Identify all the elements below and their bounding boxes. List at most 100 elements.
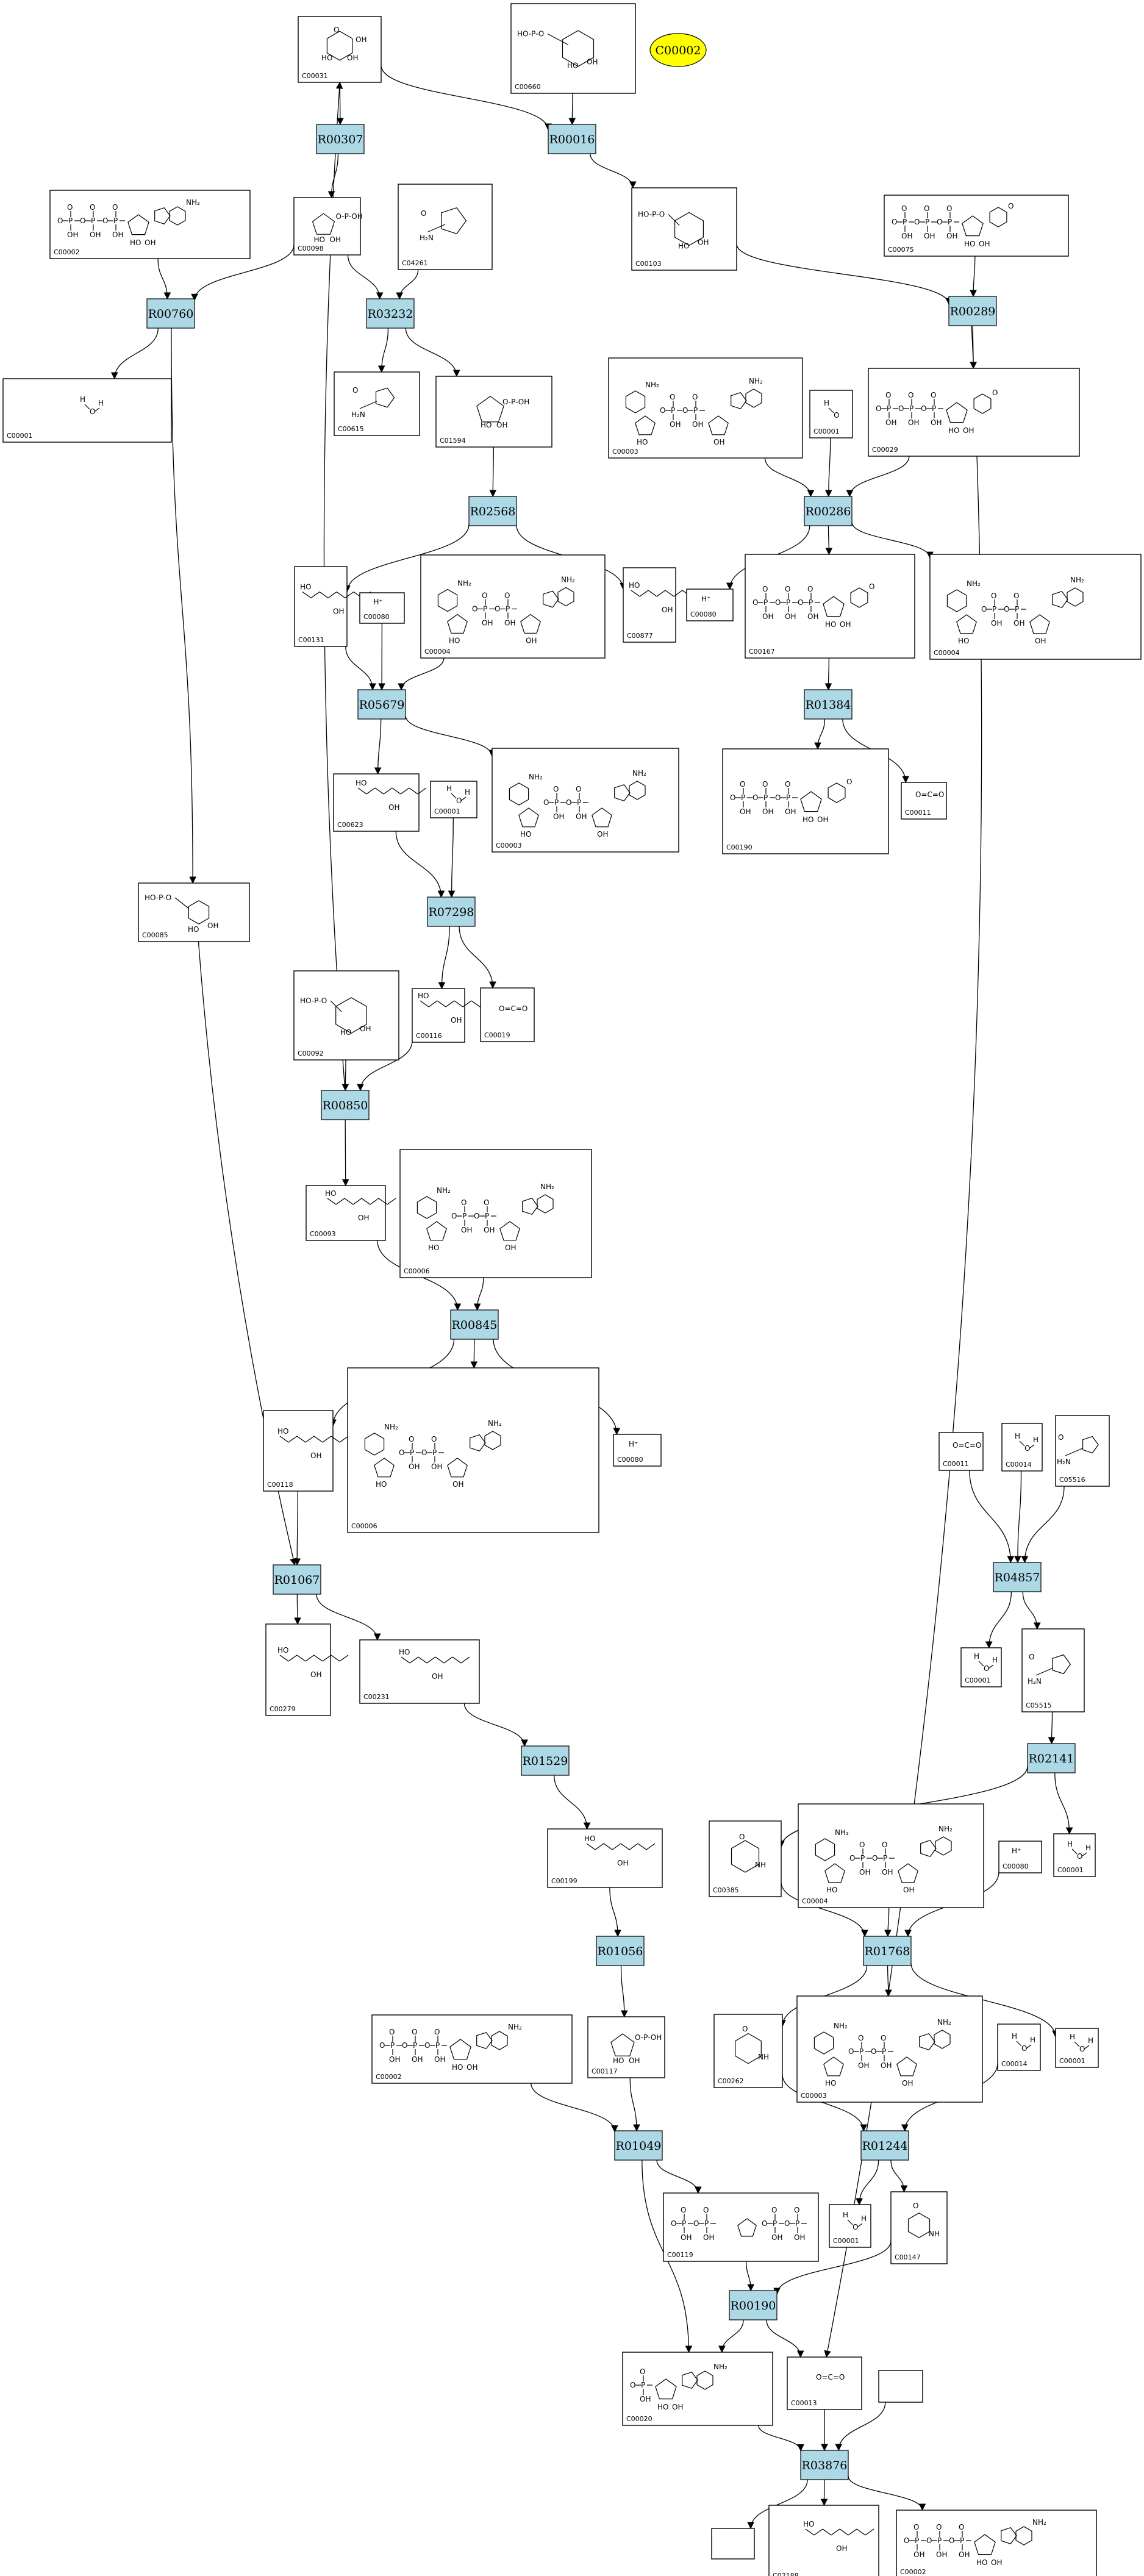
reaction-node[interactable]: R05679 — [357, 689, 406, 720]
compound-box[interactable] — [294, 566, 348, 647]
compound-box[interactable] — [745, 554, 915, 659]
compound-box[interactable] — [631, 187, 737, 271]
reaction-box[interactable] — [316, 124, 365, 154]
reaction-box[interactable] — [468, 496, 517, 526]
compound-box[interactable] — [998, 1841, 1042, 1873]
reaction-box[interactable] — [800, 2450, 849, 2480]
reaction-box[interactable] — [146, 298, 195, 329]
compound-box[interactable] — [829, 2204, 871, 2248]
compound-node[interactable]: H⁺C00080 — [686, 589, 734, 621]
compound-box[interactable] — [510, 3, 636, 94]
compound-box[interactable] — [608, 357, 803, 459]
compound-box[interactable] — [663, 2192, 819, 2262]
compound-box[interactable] — [868, 368, 1080, 457]
reaction-box[interactable] — [948, 296, 997, 326]
compound-box[interactable] — [997, 2023, 1041, 2071]
reaction-node[interactable]: R00016 — [548, 124, 596, 154]
reaction-node[interactable]: R01768 — [863, 1936, 912, 1966]
compound-box[interactable] — [713, 2014, 783, 2088]
compound-box[interactable] — [399, 1149, 592, 1278]
reaction-box[interactable] — [863, 1936, 912, 1966]
compound-box[interactable] — [1055, 2028, 1099, 2068]
compound-box[interactable] — [371, 2014, 573, 2084]
compound-box[interactable] — [293, 970, 399, 1061]
reaction-box[interactable] — [450, 1309, 499, 1340]
compound-box[interactable] — [293, 197, 361, 256]
compound-box[interactable] — [49, 190, 251, 259]
reaction-node[interactable]: R07298 — [427, 896, 476, 927]
compound-box[interactable] — [896, 2510, 1097, 2576]
reaction-node[interactable]: R00307 — [316, 124, 365, 154]
reaction-node[interactable]: R02141 — [1027, 1743, 1076, 1773]
compound-box[interactable] — [333, 773, 420, 832]
reaction-node[interactable]: R04857 — [993, 1562, 1042, 1592]
reaction-node[interactable]: R01384 — [804, 689, 853, 720]
compound-box[interactable] — [398, 184, 493, 270]
reaction-box[interactable] — [993, 1562, 1042, 1592]
compound-box[interactable] — [1053, 1833, 1096, 1877]
reaction-box[interactable] — [596, 1936, 645, 1966]
compound-node[interactable] — [711, 2528, 755, 2560]
compound-box[interactable] — [709, 1820, 782, 1897]
compound-box[interactable] — [901, 782, 947, 820]
compound-node[interactable] — [878, 2370, 923, 2403]
compound-box[interactable] — [263, 1410, 334, 1492]
compound-box[interactable] — [435, 376, 552, 448]
compound-box[interactable] — [768, 2505, 879, 2576]
compound-box[interactable] — [787, 2356, 862, 2410]
compound-box[interactable] — [359, 592, 405, 624]
reaction-box[interactable] — [804, 689, 853, 720]
reaction-node[interactable]: R00845 — [450, 1309, 499, 1340]
reaction-node[interactable]: R03232 — [366, 298, 415, 329]
compound-box[interactable] — [960, 1647, 1002, 1687]
compound-box[interactable] — [138, 882, 250, 942]
reaction-node[interactable]: R01056 — [596, 1936, 645, 1966]
reaction-box[interactable] — [1027, 1743, 1076, 1773]
compound-box[interactable] — [613, 1434, 662, 1467]
compound-box[interactable] — [587, 2016, 665, 2078]
reaction-node[interactable]: R01049 — [614, 2130, 663, 2161]
compound-node[interactable]: H⁺C00080 — [359, 592, 405, 624]
reaction-box[interactable] — [729, 2290, 778, 2320]
compound-box[interactable] — [809, 390, 853, 438]
compound-box[interactable] — [623, 567, 676, 643]
compound-box[interactable] — [890, 2191, 948, 2264]
